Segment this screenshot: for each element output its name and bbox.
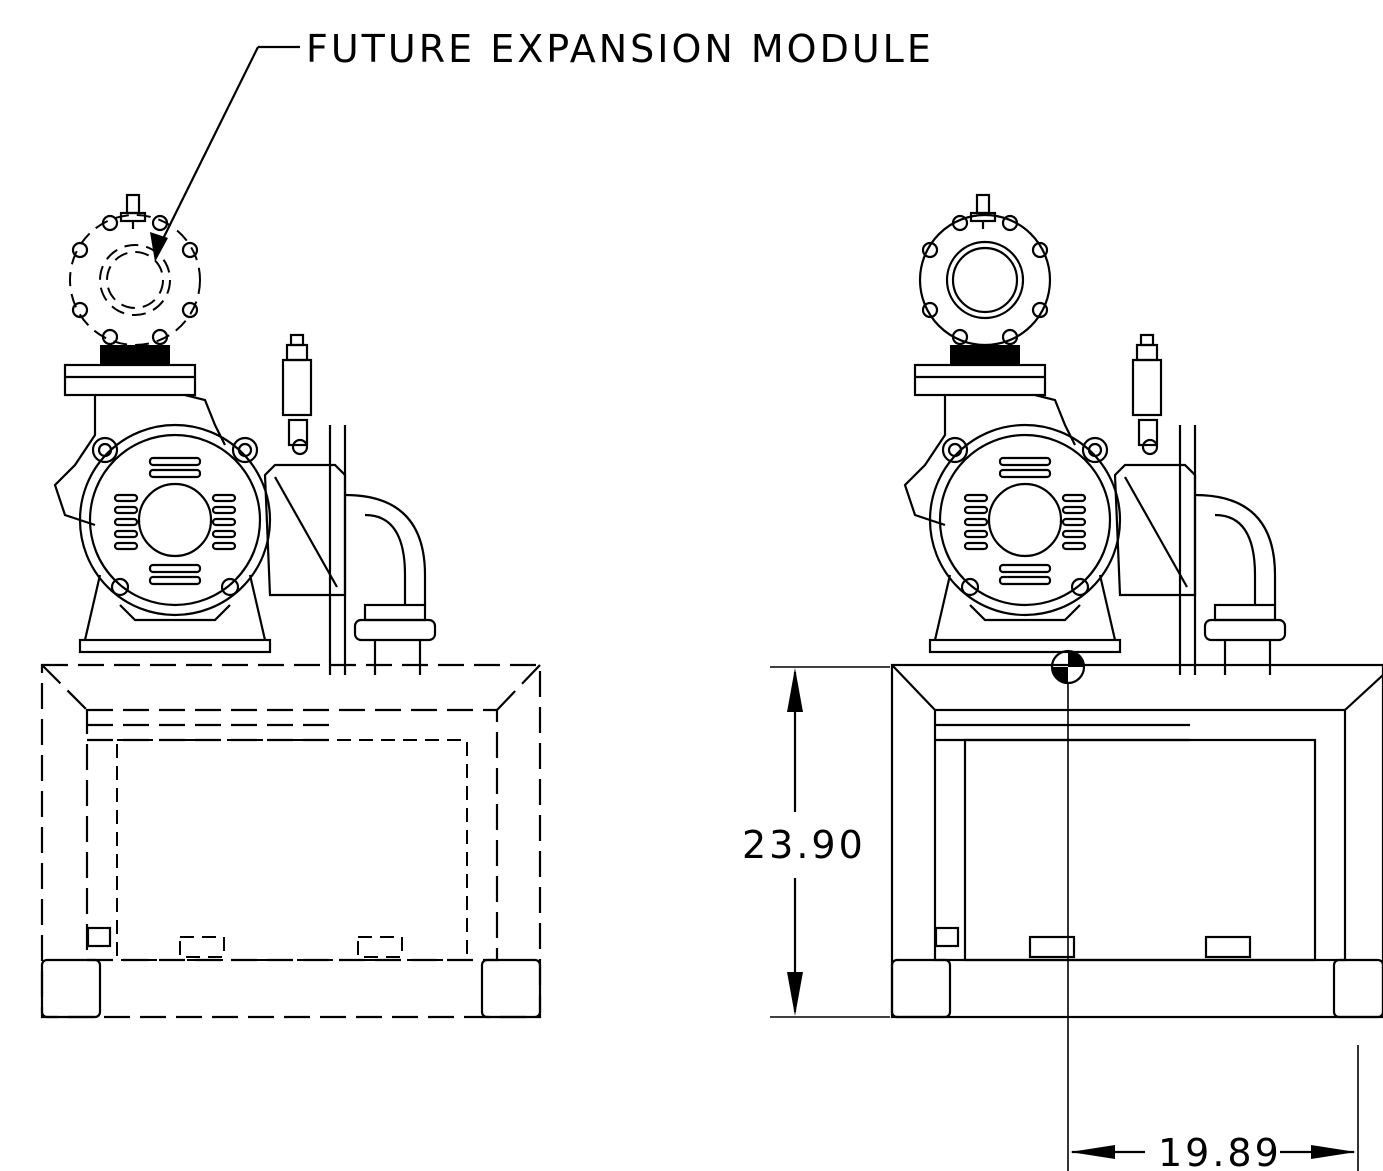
pump-unit-left: [53, 193, 437, 677]
future-skid-frame: [40, 663, 542, 1019]
height-dimension: [770, 666, 890, 1018]
width-dimension-label: 19.89: [1158, 1131, 1282, 1171]
center-of-gravity-symbol: [1050, 649, 1086, 685]
pump-unit-right: [903, 193, 1287, 677]
right-view: [770, 193, 1383, 1171]
left-view: [40, 45, 542, 1019]
callout-label: FUTURE EXPANSION MODULE: [306, 27, 934, 71]
width-dimension: [1067, 683, 1359, 1171]
skid-frame: [890, 663, 1383, 1019]
callout-leader: [150, 45, 300, 262]
height-dimension-label: 23.90: [742, 823, 866, 867]
discharge-flange: [918, 213, 1052, 347]
future-flange: [69, 214, 201, 346]
